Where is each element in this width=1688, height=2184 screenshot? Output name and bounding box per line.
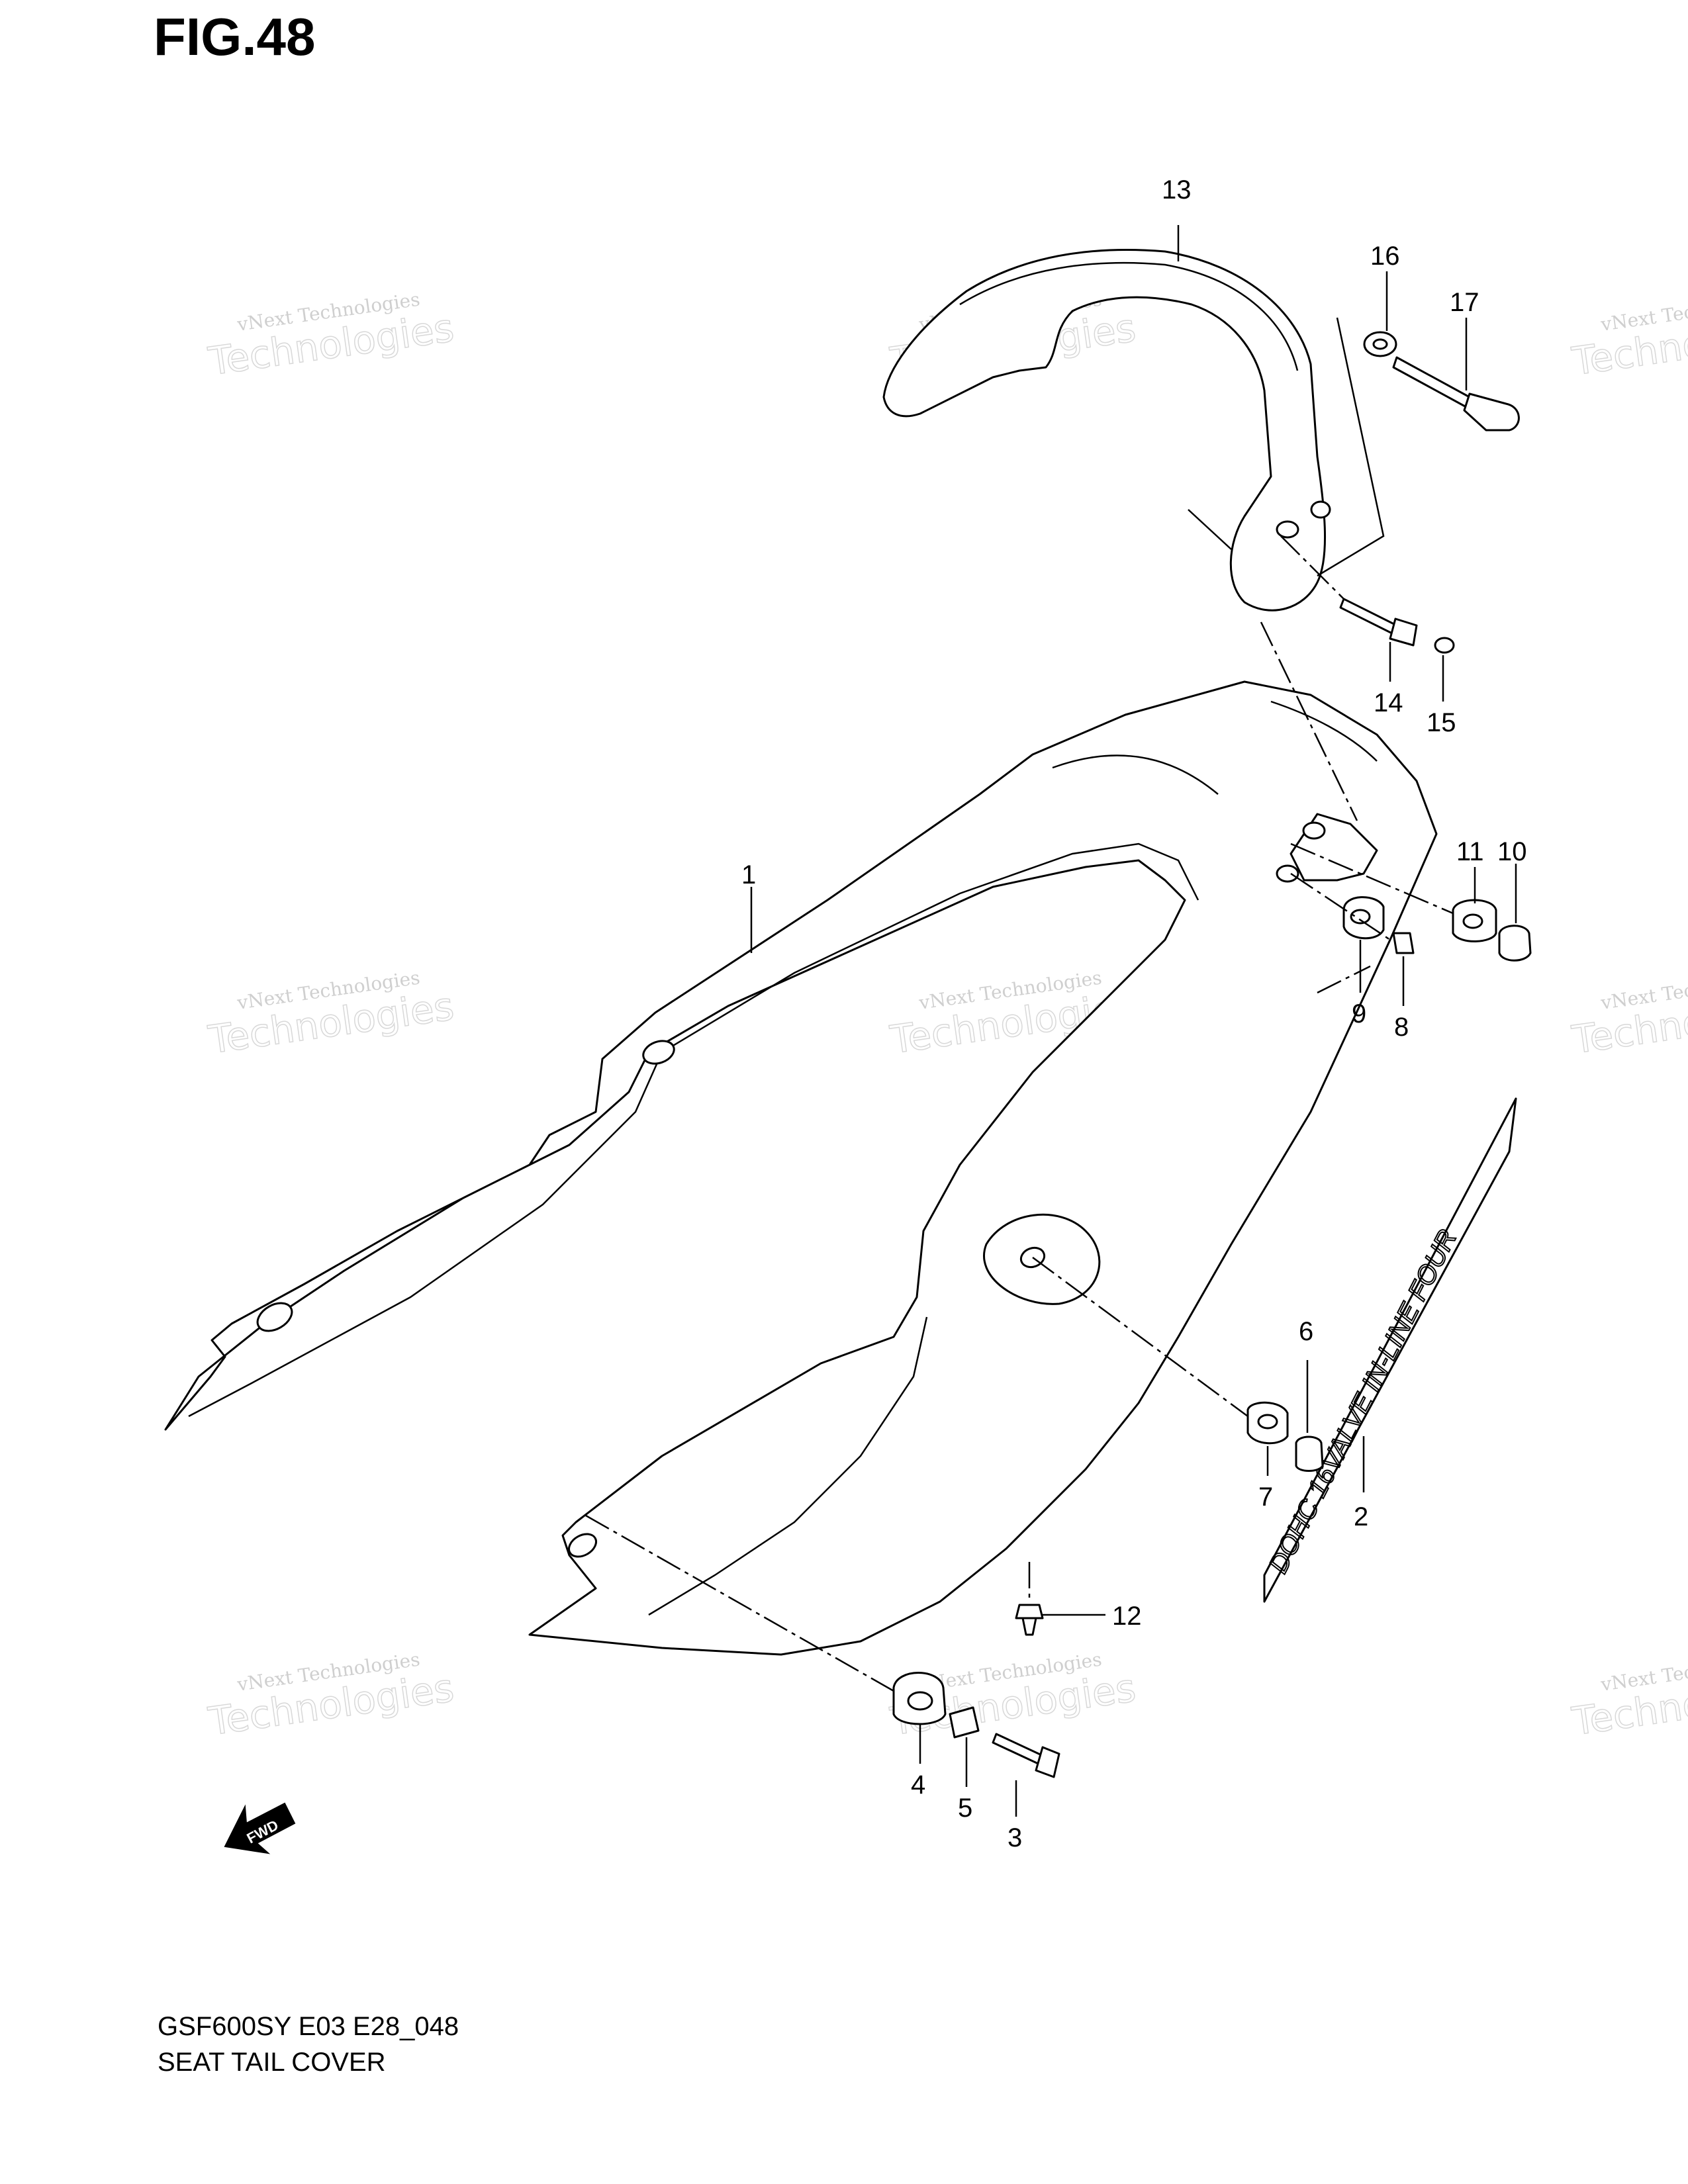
part-17-bolt (1392, 356, 1520, 432)
callout-10: 10 (1497, 837, 1527, 866)
callout-12: 12 (1112, 1602, 1142, 1631)
figure-title: FIG.48 (154, 7, 316, 66)
part-10-collar (1498, 925, 1532, 962)
watermark: Technologies vNext Technologies (205, 967, 457, 1064)
callout-15: 15 (1427, 708, 1456, 737)
callout-8: 8 (1394, 1013, 1409, 1042)
part-2-decal: DOHC 16VALVE IN-LINE FOUR (1263, 1097, 1517, 1603)
part-3-bolt (992, 1733, 1060, 1778)
alignment-lines (585, 535, 1454, 1692)
part-11-grommet (1452, 899, 1497, 942)
leader-lines (750, 225, 1517, 1817)
part-14-bolt (1339, 598, 1418, 647)
callout-3: 3 (1008, 1823, 1022, 1852)
fwd-arrow-icon: FWD (224, 1802, 296, 1854)
part-4-grommet (892, 1672, 947, 1725)
part-6-collar (1295, 1435, 1324, 1472)
part-7-grommet (1246, 1401, 1289, 1445)
callout-16: 16 (1370, 242, 1400, 271)
watermark: Technologies vNext Technologies (1569, 1649, 1688, 1745)
callout-7: 7 (1258, 1482, 1273, 1512)
callout-labels: 1 2 3 4 5 6 7 8 9 10 11 12 13 14 15 16 1… (741, 175, 1527, 1852)
callout-11: 11 (1456, 837, 1484, 866)
part-13-grab-rail (882, 249, 1385, 612)
callout-14: 14 (1374, 688, 1403, 717)
callout-9: 9 (1352, 999, 1366, 1028)
callout-4: 4 (911, 1770, 925, 1799)
callout-13: 13 (1162, 175, 1192, 205)
watermark: Technologies vNext Technologies (1569, 967, 1688, 1064)
part-5-collar (949, 1706, 980, 1739)
assembly-name: SEAT TAIL COVER (158, 2048, 386, 2077)
watermark: Technologies vNext Technologies (1569, 289, 1688, 385)
callout-5: 5 (958, 1794, 972, 1823)
watermark: Technologies vNext Technologies (205, 1649, 457, 1745)
part-15-cap (1434, 637, 1455, 654)
model-code: GSF600SY E03 E28_048 (158, 2012, 459, 2041)
part-8-collar (1392, 932, 1415, 954)
callout-6: 6 (1299, 1317, 1313, 1346)
part-1-seat-tail-cover (164, 680, 1438, 1656)
part-12-clip (1015, 1604, 1044, 1636)
part-16-washer (1363, 331, 1397, 357)
callout-1: 1 (741, 860, 756, 889)
watermark: Technologies vNext Technologies (205, 289, 457, 385)
callout-2: 2 (1354, 1502, 1368, 1531)
callout-17: 17 (1450, 288, 1479, 317)
